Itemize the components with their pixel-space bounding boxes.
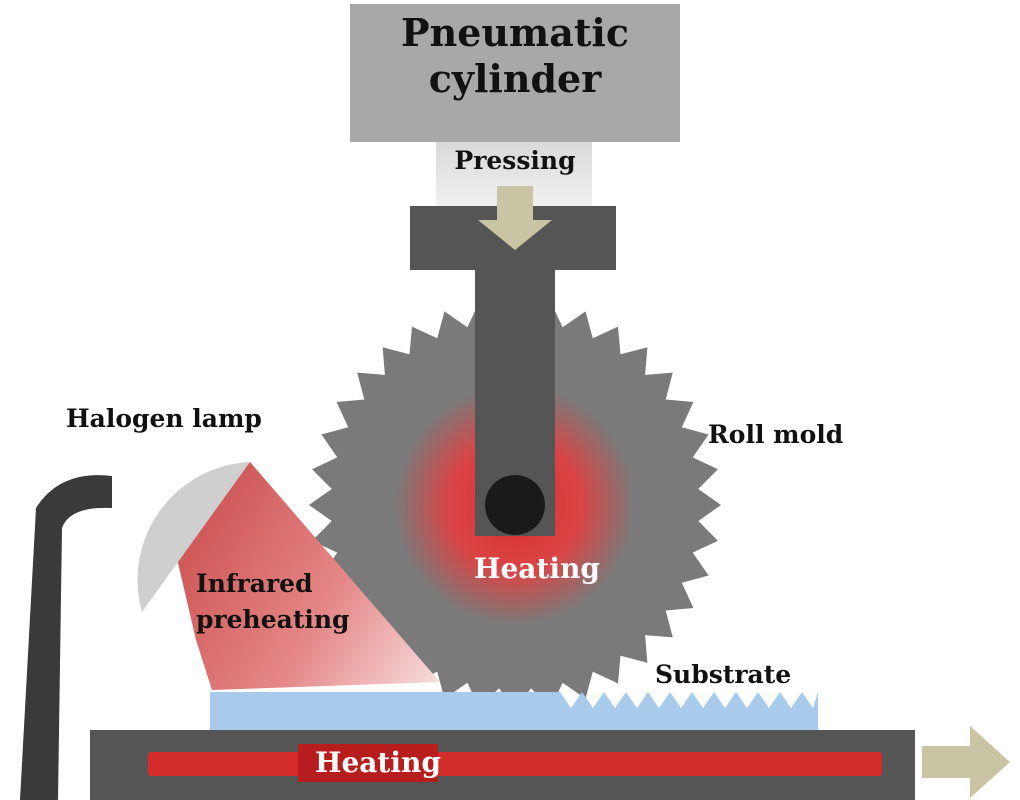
infrared-preheating-label: Infrared preheating — [196, 566, 350, 638]
pressing-label: Pressing — [454, 146, 576, 175]
halogen-lamp-label: Halogen lamp — [66, 404, 262, 433]
bed-heating-label: Heating — [315, 746, 441, 779]
halogen-lamp — [137, 462, 250, 612]
substrate-label: Substrate — [655, 660, 792, 689]
conveyor-direction-arrow — [922, 726, 1010, 798]
infrared-label-line1: Infrared — [196, 569, 313, 598]
infrared-beam — [168, 462, 440, 690]
pressing-arrow — [478, 186, 552, 250]
cylinder-label-line2: cylinder — [428, 56, 602, 101]
substrate — [210, 692, 818, 730]
bed-heating-label-bg — [298, 744, 438, 782]
pneumatic-cylinder — [350, 4, 680, 142]
infrared-label-line2: preheating — [196, 605, 350, 634]
roll-heating-label: Heating — [474, 552, 600, 585]
roll-mold-label: Roll mold — [708, 420, 844, 449]
pneumatic-cylinder-label: Pneumatic cylinder — [350, 10, 680, 102]
cylinder-label-line1: Pneumatic — [401, 10, 629, 55]
roll-axle — [485, 475, 545, 535]
bed-heating-element — [148, 752, 882, 776]
lamp-stand — [20, 475, 112, 800]
